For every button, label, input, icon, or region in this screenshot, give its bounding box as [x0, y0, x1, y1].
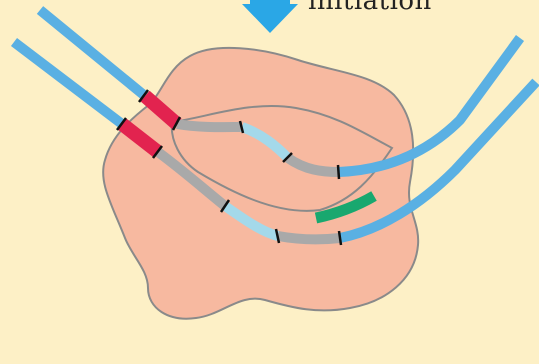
upper-strand-gray-1 [177, 124, 242, 127]
upper-strand-outer-left [40, 10, 145, 96]
down-arrow-icon [242, 0, 298, 33]
protein-blob [103, 48, 418, 319]
initiation-label: initiation [308, 0, 432, 16]
lower-strand-gray-2 [278, 236, 340, 239]
lower-strand-outer-left [14, 42, 122, 124]
tick-mark [338, 165, 339, 179]
